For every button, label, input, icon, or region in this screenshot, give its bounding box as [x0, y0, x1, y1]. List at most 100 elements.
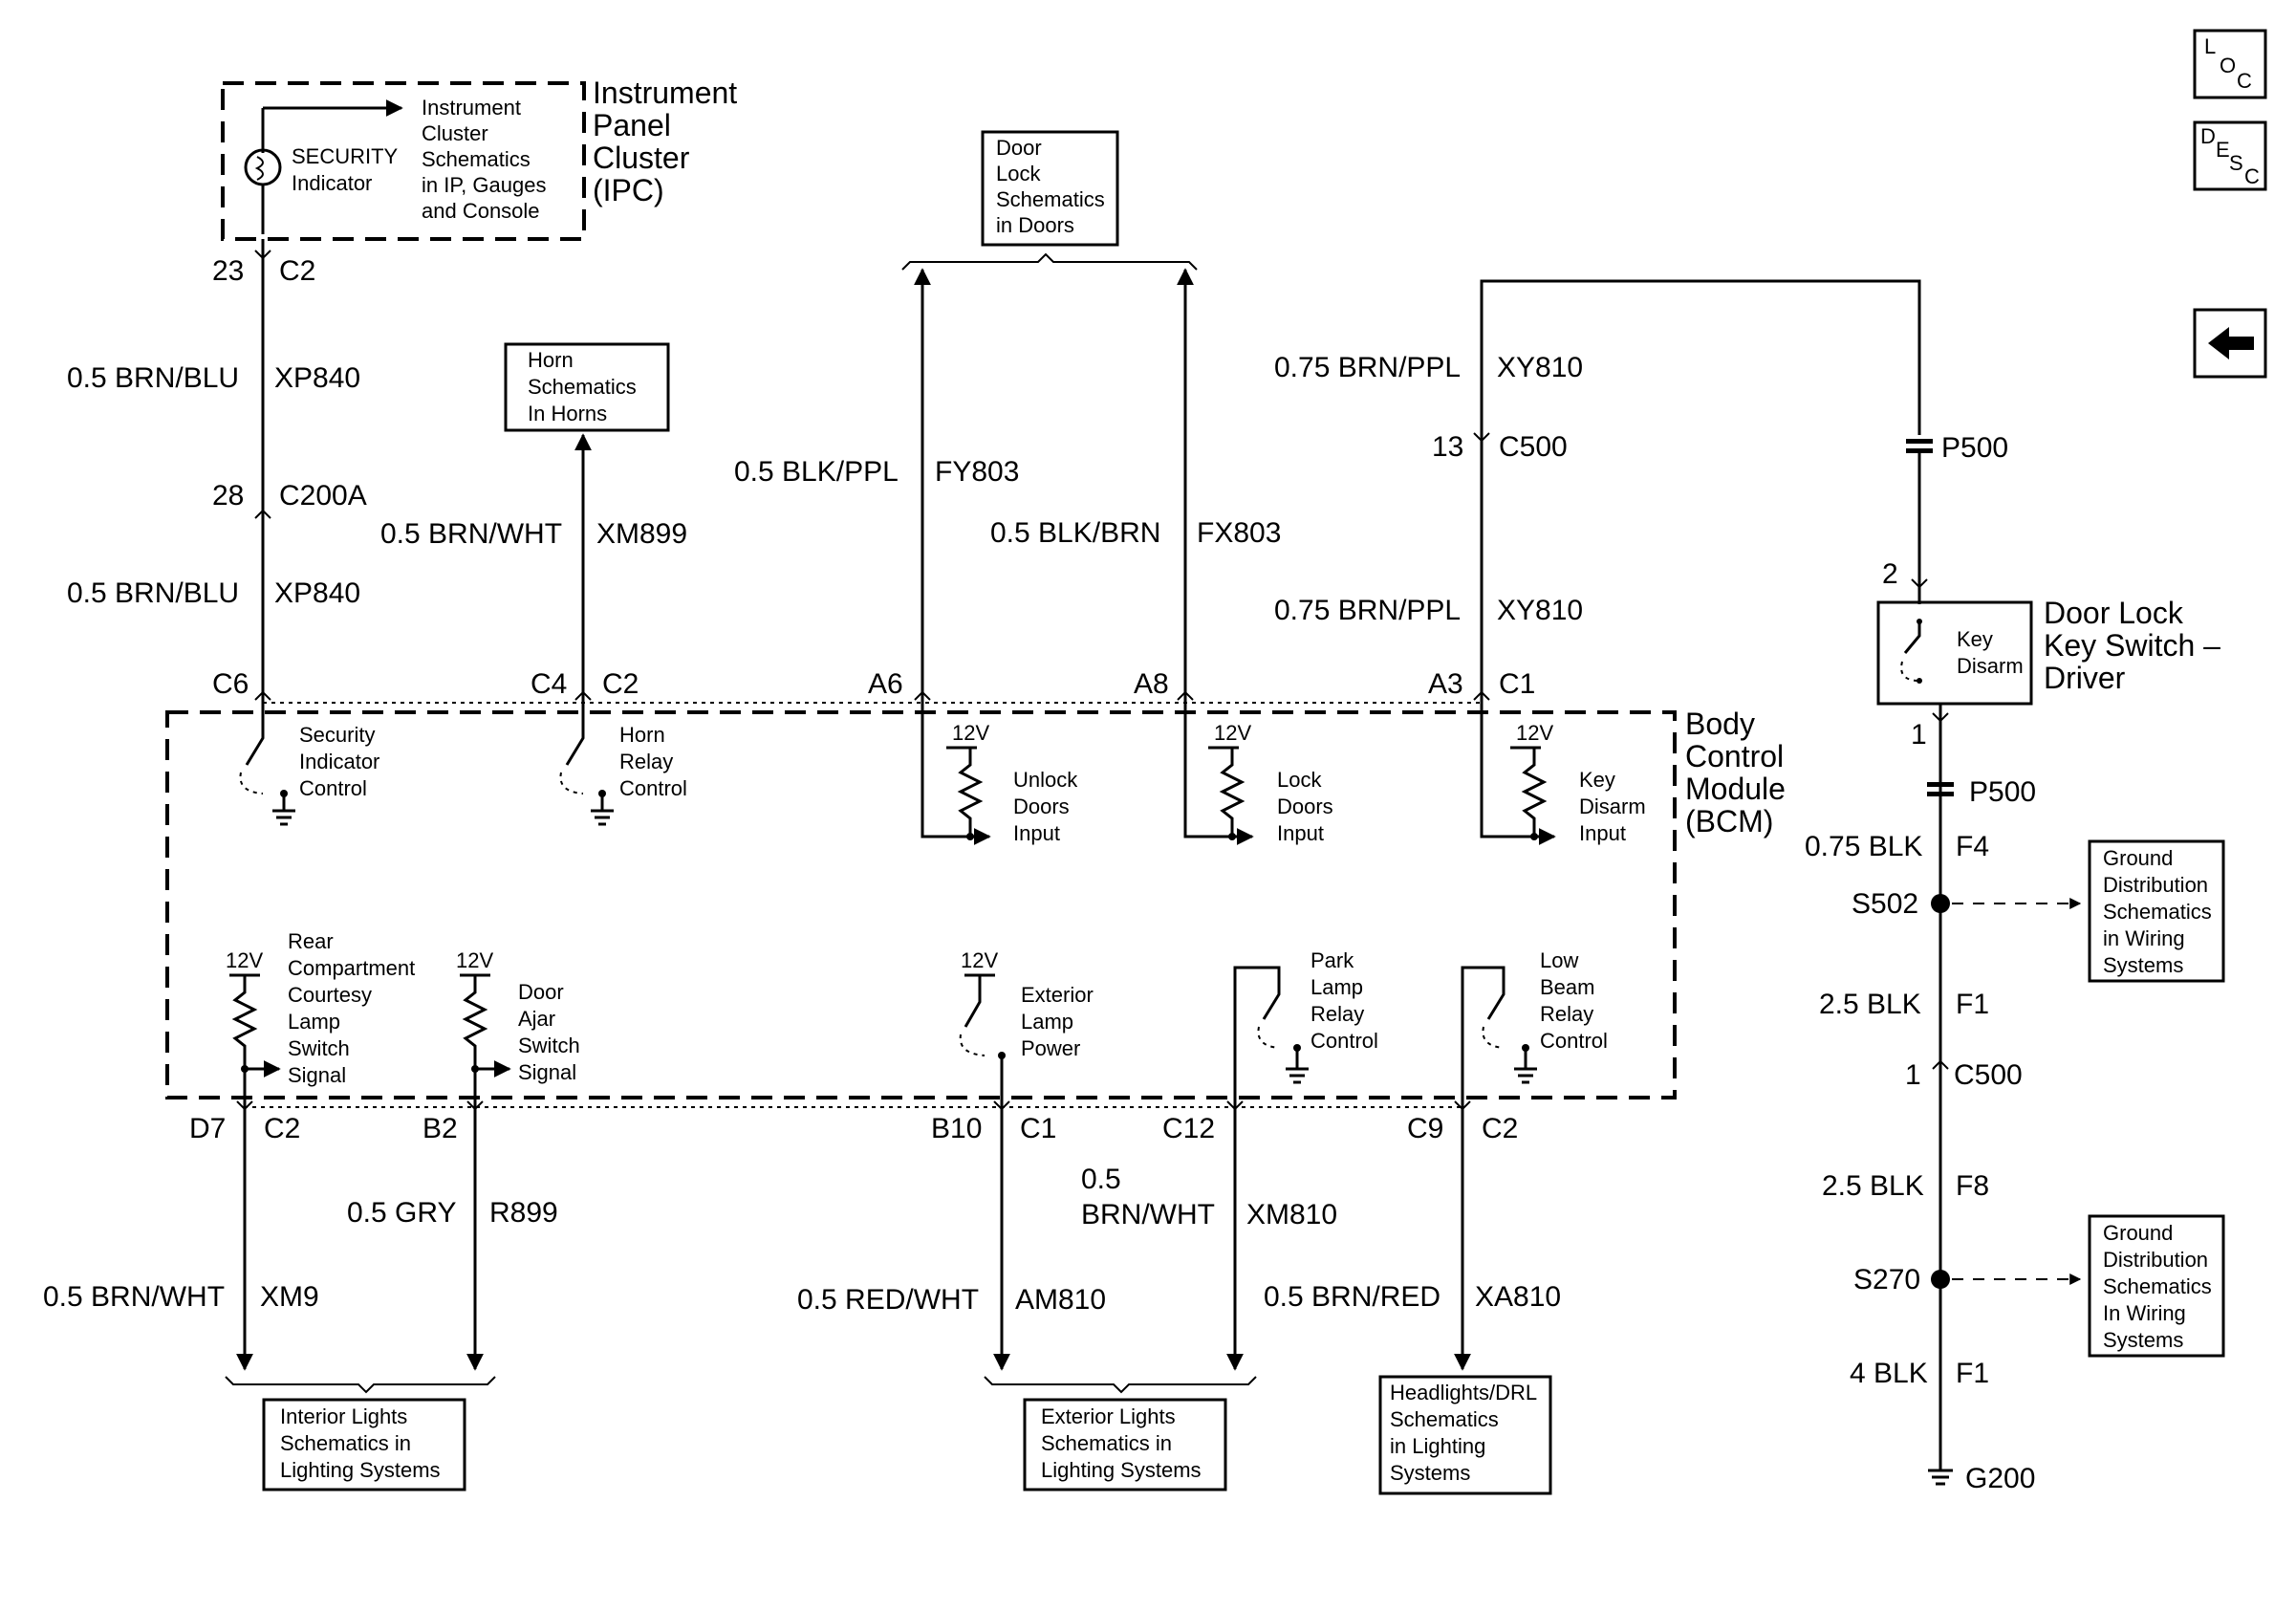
svg-text:XY810: XY810: [1497, 352, 1583, 383]
svg-text:(IPC): (IPC): [593, 173, 664, 207]
svg-text:Signal: Signal: [518, 1060, 576, 1084]
door-lock-ref-box[interactable]: Door Lock Schematics in Doors: [981, 130, 1119, 247]
svg-text:0.5 BRN/WHT: 0.5 BRN/WHT: [43, 1281, 225, 1313]
headlights-ref-box[interactable]: Headlights/DRL Schematics in Lighting Sy…: [1378, 1375, 1552, 1495]
svg-text:S: S: [2229, 151, 2243, 175]
svg-text:A3: A3: [1428, 668, 1463, 700]
svg-text:Lamp: Lamp: [1021, 1010, 1073, 1034]
svg-text:Door Lock: Door Lock: [2044, 596, 2184, 630]
svg-text:Relay: Relay: [1540, 1002, 1593, 1026]
svg-text:0.5 BRN/BLU: 0.5 BRN/BLU: [67, 577, 239, 609]
svg-text:Exterior Lights: Exterior Lights: [1041, 1404, 1176, 1428]
svg-text:Input: Input: [1277, 821, 1324, 845]
svg-text:P500: P500: [1941, 432, 2008, 464]
low-beam-relay-control: Low Beam Relay Control: [1461, 948, 1608, 1098]
svg-text:Switch: Switch: [288, 1036, 350, 1060]
ground-ref-box-1[interactable]: Ground Distribution Schematics in Wiring…: [2088, 839, 2225, 983]
svg-text:Control: Control: [299, 776, 367, 800]
svg-text:Cluster: Cluster: [422, 121, 488, 145]
svg-text:0.5 BLK/PPL: 0.5 BLK/PPL: [734, 456, 899, 488]
svg-text:Unlock: Unlock: [1013, 768, 1078, 792]
rear-compartment-courtesy-signal: 12V Rear Compartment Courtesy Lamp Switc…: [226, 929, 415, 1098]
svg-text:Park: Park: [1310, 948, 1354, 972]
svg-text:Horn: Horn: [528, 348, 574, 372]
svg-text:in Doors: in Doors: [996, 213, 1074, 237]
svg-text:C1: C1: [1020, 1113, 1056, 1144]
svg-text:Low: Low: [1540, 948, 1578, 972]
svg-text:D: D: [2200, 124, 2216, 148]
svg-text:and Console: and Console: [422, 199, 540, 223]
lock-wire: 0.5 BLK/BRN FX803 A8: [990, 268, 1281, 712]
park-lamp-relay-control: Park Lamp Relay Control: [1233, 948, 1378, 1098]
svg-text:Lock: Lock: [1277, 768, 1322, 792]
svg-text:Distribution: Distribution: [2103, 1248, 2208, 1272]
horn-relay-control: Horn Relay Control: [559, 712, 687, 826]
svg-text:12V: 12V: [226, 948, 263, 972]
svg-text:Disarm: Disarm: [1957, 654, 2024, 678]
svg-text:Instrument: Instrument: [422, 96, 521, 120]
interior-lights-ref-box[interactable]: Interior Lights Schematics in Lighting S…: [262, 1398, 466, 1491]
svg-text:XM9: XM9: [260, 1281, 319, 1313]
svg-text:12V: 12V: [456, 948, 493, 972]
svg-text:C1: C1: [1499, 668, 1535, 700]
svg-text:C9: C9: [1407, 1113, 1443, 1144]
svg-text:XP840: XP840: [274, 577, 360, 609]
loc-button[interactable]: L O C: [2193, 29, 2267, 99]
svg-text:2.5 BLK: 2.5 BLK: [1822, 1170, 1924, 1202]
svg-text:C12: C12: [1162, 1113, 1215, 1144]
svg-text:(BCM): (BCM): [1685, 804, 1773, 838]
svg-text:Courtesy: Courtesy: [288, 983, 372, 1007]
svg-text:Control: Control: [1310, 1029, 1378, 1053]
svg-text:Schematics: Schematics: [2103, 1274, 2212, 1298]
svg-text:13: 13: [1432, 431, 1463, 463]
svg-text:Relay: Relay: [1310, 1002, 1364, 1026]
svg-text:Input: Input: [1579, 821, 1626, 845]
svg-text:XY810: XY810: [1497, 595, 1583, 626]
svg-text:Security: Security: [299, 723, 375, 747]
svg-text:XM899: XM899: [596, 518, 687, 550]
svg-text:Driver: Driver: [2044, 661, 2126, 695]
c9-wire: C9 C2 0.5 BRN/RED XA810: [1264, 1098, 1561, 1371]
svg-text:12V: 12V: [1214, 721, 1251, 745]
svg-text:Systems: Systems: [2103, 953, 2183, 977]
svg-text:B2: B2: [422, 1113, 458, 1144]
svg-text:XP840: XP840: [274, 362, 360, 394]
svg-text:C: C: [2244, 164, 2260, 188]
svg-text:Control: Control: [1685, 739, 1784, 773]
svg-text:Schematics in: Schematics in: [280, 1431, 411, 1455]
horn-wire: 0.5 BRN/WHT XM899 C4 C2: [380, 433, 687, 712]
svg-text:AM810: AM810: [1015, 1284, 1106, 1316]
desc-button[interactable]: D E S C: [2193, 120, 2267, 191]
svg-text:0.75 BLK: 0.75 BLK: [1805, 831, 1922, 862]
svg-text:E: E: [2216, 138, 2230, 162]
svg-text:Lighting Systems: Lighting Systems: [1041, 1458, 1202, 1482]
door-lock-key-switch: Key Disarm Door Lock Key Switch – Driver: [1876, 585, 2220, 706]
key-disarm-wire: 0.75 BRN/PPL XY810 13 C500 0.75 BRN/PPL …: [1274, 279, 1921, 712]
svg-text:Systems: Systems: [2103, 1328, 2183, 1352]
bcm-module: Body Control Module (BCM): [165, 702, 1786, 1108]
svg-text:F1: F1: [1956, 1358, 1989, 1389]
ground-ref-box-2[interactable]: Ground Distribution Schematics In Wiring…: [2088, 1214, 2225, 1358]
svg-text:Door: Door: [518, 980, 564, 1004]
svg-text:Lock: Lock: [996, 162, 1041, 185]
svg-text:SECURITY: SECURITY: [292, 144, 399, 168]
svg-text:Ajar: Ajar: [518, 1007, 555, 1031]
svg-text:Compartment: Compartment: [288, 956, 415, 980]
svg-text:Power: Power: [1021, 1036, 1080, 1060]
interior-bracket: [225, 1376, 496, 1394]
svg-text:Beam: Beam: [1540, 975, 1594, 999]
horn-ref-box[interactable]: Horn Schematics In Horns: [504, 342, 670, 432]
svg-text:FX803: FX803: [1197, 517, 1281, 549]
svg-text:L: L: [2204, 34, 2216, 58]
ipc-module: Instrument Panel Cluster (IPC) SECURITY …: [221, 76, 737, 241]
back-button[interactable]: [2193, 308, 2267, 379]
svg-text:C2: C2: [264, 1113, 300, 1144]
svg-text:2: 2: [1882, 558, 1898, 590]
svg-text:in Lighting: in Lighting: [1390, 1434, 1485, 1458]
svg-text:B10: B10: [931, 1113, 982, 1144]
svg-text:C6: C6: [212, 668, 249, 700]
d7-wire: D7 C2 0.5 BRN/WHT XM9: [43, 1098, 319, 1371]
key-disarm-input: 12V Key Disarm Input: [1480, 712, 1646, 845]
svg-text:0.5 BRN/RED: 0.5 BRN/RED: [1264, 1281, 1440, 1313]
exterior-lights-ref-box[interactable]: Exterior Lights Schematics in Lighting S…: [1023, 1398, 1227, 1491]
